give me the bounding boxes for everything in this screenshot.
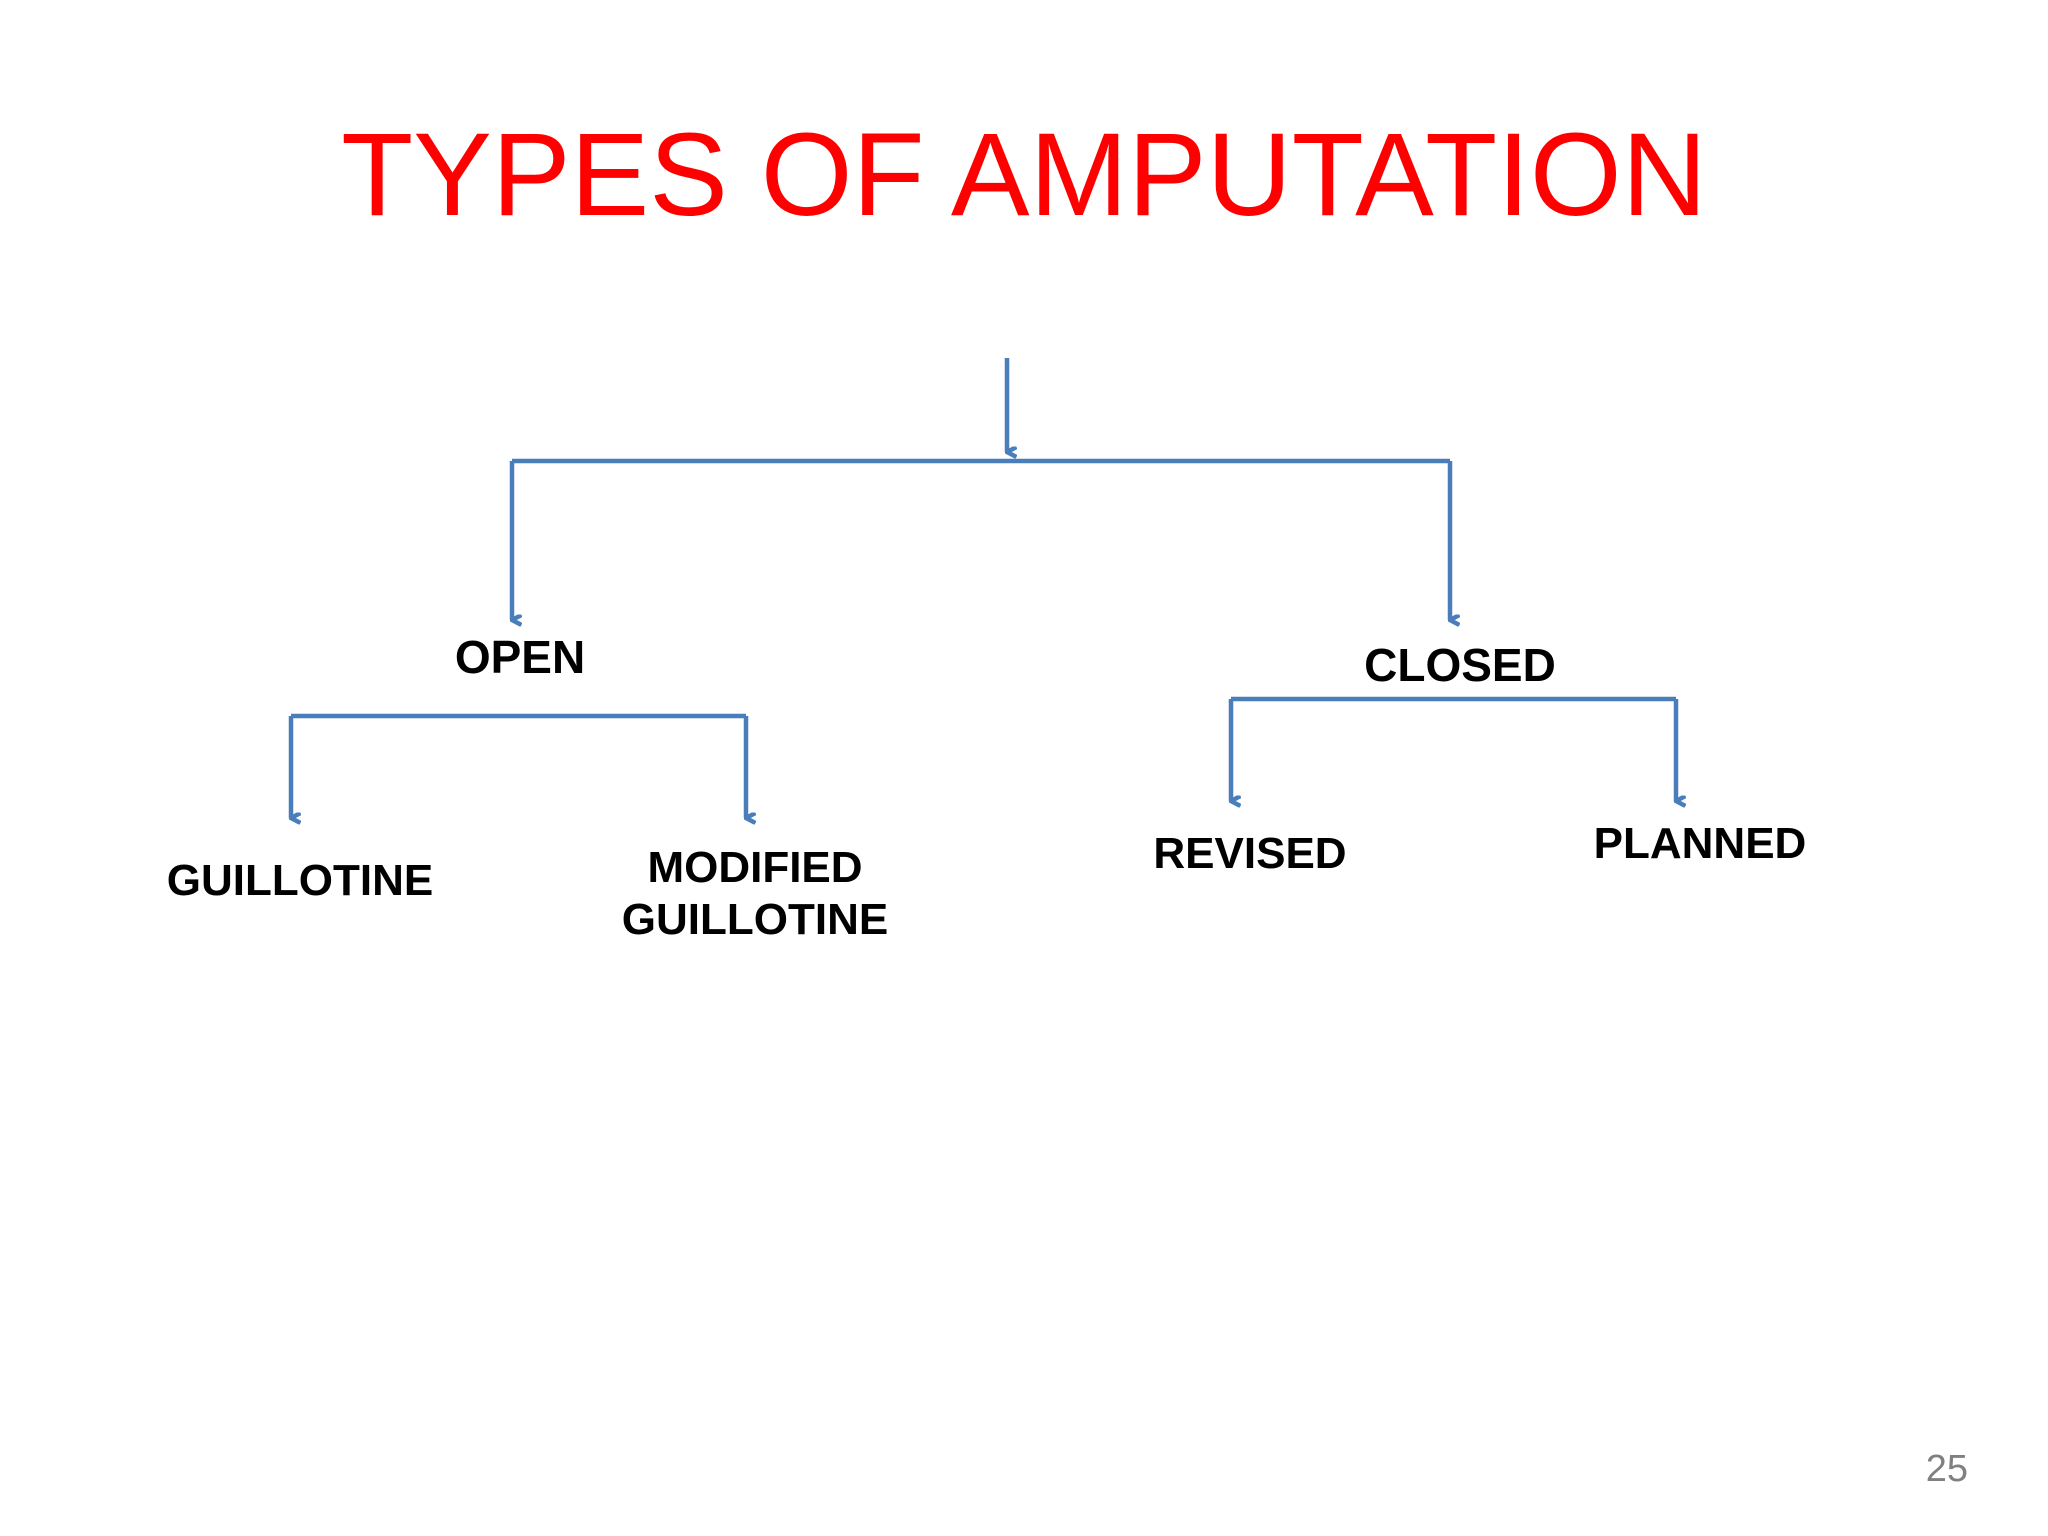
tree-node-guillotine: GUILLOTINE [166,856,434,905]
page-number: 25 [1925,1448,1968,1490]
tree-node-modified-guillotine: MODIFIED GUILLOTINE [621,843,889,944]
page-title: TYPES OF AMPUTATION [341,109,1707,241]
tree-node-planned: PLANNED [1593,819,1807,868]
tree-node-revised: REVISED [1153,829,1347,878]
tree-node-open: OPEN [454,631,586,683]
tree-node-closed: CLOSED [1364,639,1556,691]
